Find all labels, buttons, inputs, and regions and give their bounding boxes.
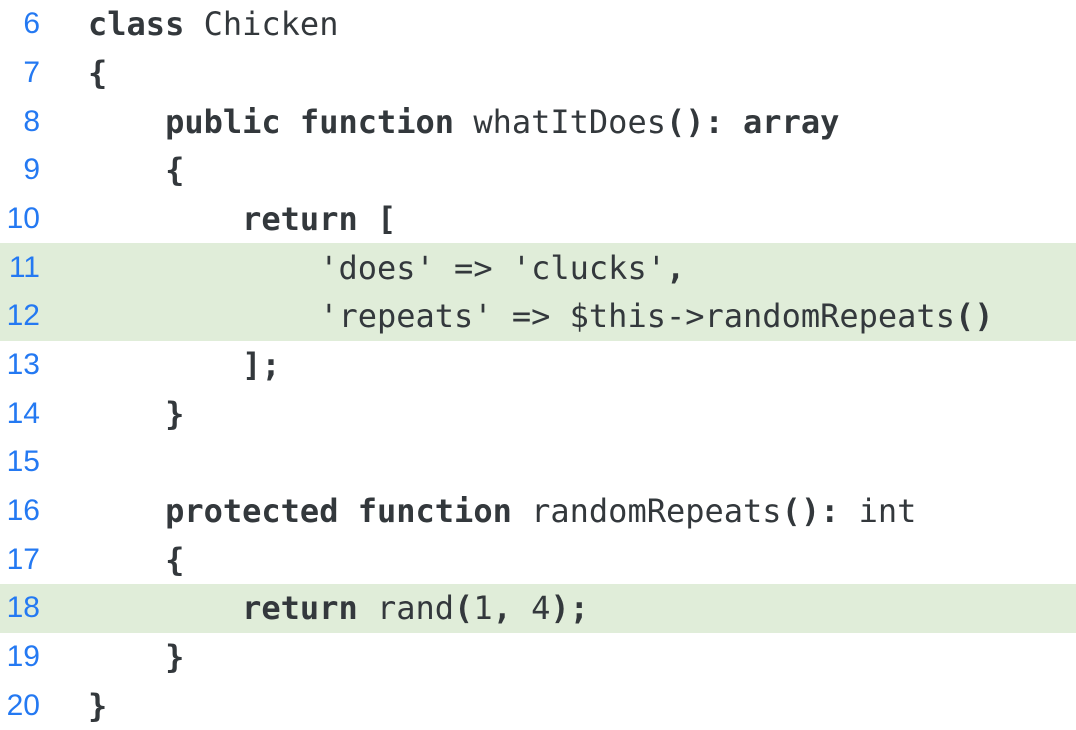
- code-token: ];: [242, 345, 281, 384]
- code-token: {: [88, 53, 108, 92]
- code-token: [88, 200, 242, 238]
- code-text: 'does' => 'clucks',: [88, 249, 685, 287]
- line-number: 15: [6, 445, 40, 479]
- code-line: 9 {: [0, 146, 1076, 195]
- code-token: [88, 492, 165, 530]
- code-token: protected function: [165, 491, 512, 530]
- code-token: {: [165, 540, 185, 579]
- line-number: 10: [6, 201, 40, 235]
- code-token: [88, 103, 165, 141]
- code-line: 6 class Chicken: [0, 0, 1076, 49]
- code-token: array: [743, 102, 840, 141]
- code-line: 7{: [0, 49, 1076, 98]
- code-token: 4: [511, 589, 551, 628]
- code-text: return rand(1, 4);: [88, 589, 589, 627]
- code-token: [88, 346, 242, 384]
- code-line: 10 return [: [0, 195, 1076, 244]
- code-token: class: [88, 5, 185, 44]
- line-number: 12: [6, 299, 40, 333]
- code-token: }: [165, 394, 185, 433]
- code-token: 'does' => 'clucks': [88, 248, 666, 287]
- code-token: [88, 638, 165, 676]
- code-token: [88, 395, 165, 433]
- code-text: }: [88, 638, 184, 676]
- code-line-highlighted: 11 'does' => 'clucks',: [0, 243, 1076, 292]
- code-token: 'repeats' => $this->randomRepeats: [88, 297, 955, 336]
- code-line: 15: [0, 438, 1076, 487]
- code-token: [724, 103, 743, 141]
- line-number: 16: [6, 493, 40, 527]
- code-text: ];: [88, 346, 281, 384]
- line-number: 11: [8, 250, 40, 284]
- code-line: 16 protected function randomRepeats(): i…: [0, 487, 1076, 536]
- line-number: 8: [23, 104, 40, 138]
- code-token: ():: [781, 491, 840, 530]
- code-token: whatItDoes: [454, 102, 666, 141]
- code-text: {: [88, 54, 107, 92]
- line-number: 6: [23, 7, 40, 41]
- code-token: }: [165, 637, 185, 676]
- code-token: ,: [665, 248, 686, 287]
- code-token: [358, 200, 377, 238]
- line-number: 20: [6, 688, 40, 722]
- line-number: 13: [6, 347, 40, 381]
- line-number: 19: [6, 639, 40, 673]
- code-token: Chicken: [184, 5, 339, 44]
- line-number: 18: [6, 591, 40, 625]
- line-number: 9: [23, 153, 40, 187]
- code-line-highlighted: 18 return rand(1, 4);: [0, 583, 1076, 633]
- code-token: randomRepeats: [511, 491, 782, 530]
- code-line: 8 public function whatItDoes(): array: [0, 97, 1076, 146]
- code-line: 19 }: [0, 633, 1076, 682]
- code-token: (: [454, 589, 474, 628]
- code-token: ,: [492, 589, 512, 628]
- code-token: (): [954, 297, 994, 336]
- line-number: 14: [6, 396, 40, 430]
- code-token: {: [165, 151, 185, 190]
- code-token: }: [88, 686, 108, 725]
- code-token: [88, 151, 165, 189]
- code-text: }: [88, 395, 184, 433]
- line-number: 7: [23, 55, 40, 89]
- code-token: public function: [165, 102, 455, 141]
- code-token: return: [242, 199, 358, 238]
- code-text: }: [88, 687, 107, 725]
- code-text: protected function randomRepeats(): int: [88, 492, 916, 530]
- code-line: 17 {: [0, 535, 1076, 584]
- code-token: [88, 541, 165, 579]
- code-token: [: [376, 199, 397, 238]
- code-token: ():: [665, 102, 724, 141]
- code-token: );: [550, 589, 589, 628]
- code-token: rand: [357, 589, 455, 628]
- code-text: {: [88, 541, 184, 579]
- code-line-highlighted: 12 'repeats' => $this->randomRepeats(): [0, 291, 1076, 341]
- code-text: return [: [88, 200, 396, 238]
- line-number: 17: [6, 542, 40, 576]
- code-text: class Chicken: [88, 5, 338, 43]
- code-line: 14 }: [0, 389, 1076, 438]
- code-token: int: [839, 491, 917, 530]
- code-line: 20}: [0, 681, 1076, 730]
- code-token: return: [242, 589, 358, 628]
- code-text: public function whatItDoes(): array: [88, 103, 839, 141]
- code-line: 13 ];: [0, 341, 1076, 390]
- code-text: 'repeats' => $this->randomRepeats(): [88, 297, 993, 335]
- code-token: 1: [473, 589, 493, 628]
- code-token: [88, 589, 242, 627]
- code-text: {: [88, 151, 184, 189]
